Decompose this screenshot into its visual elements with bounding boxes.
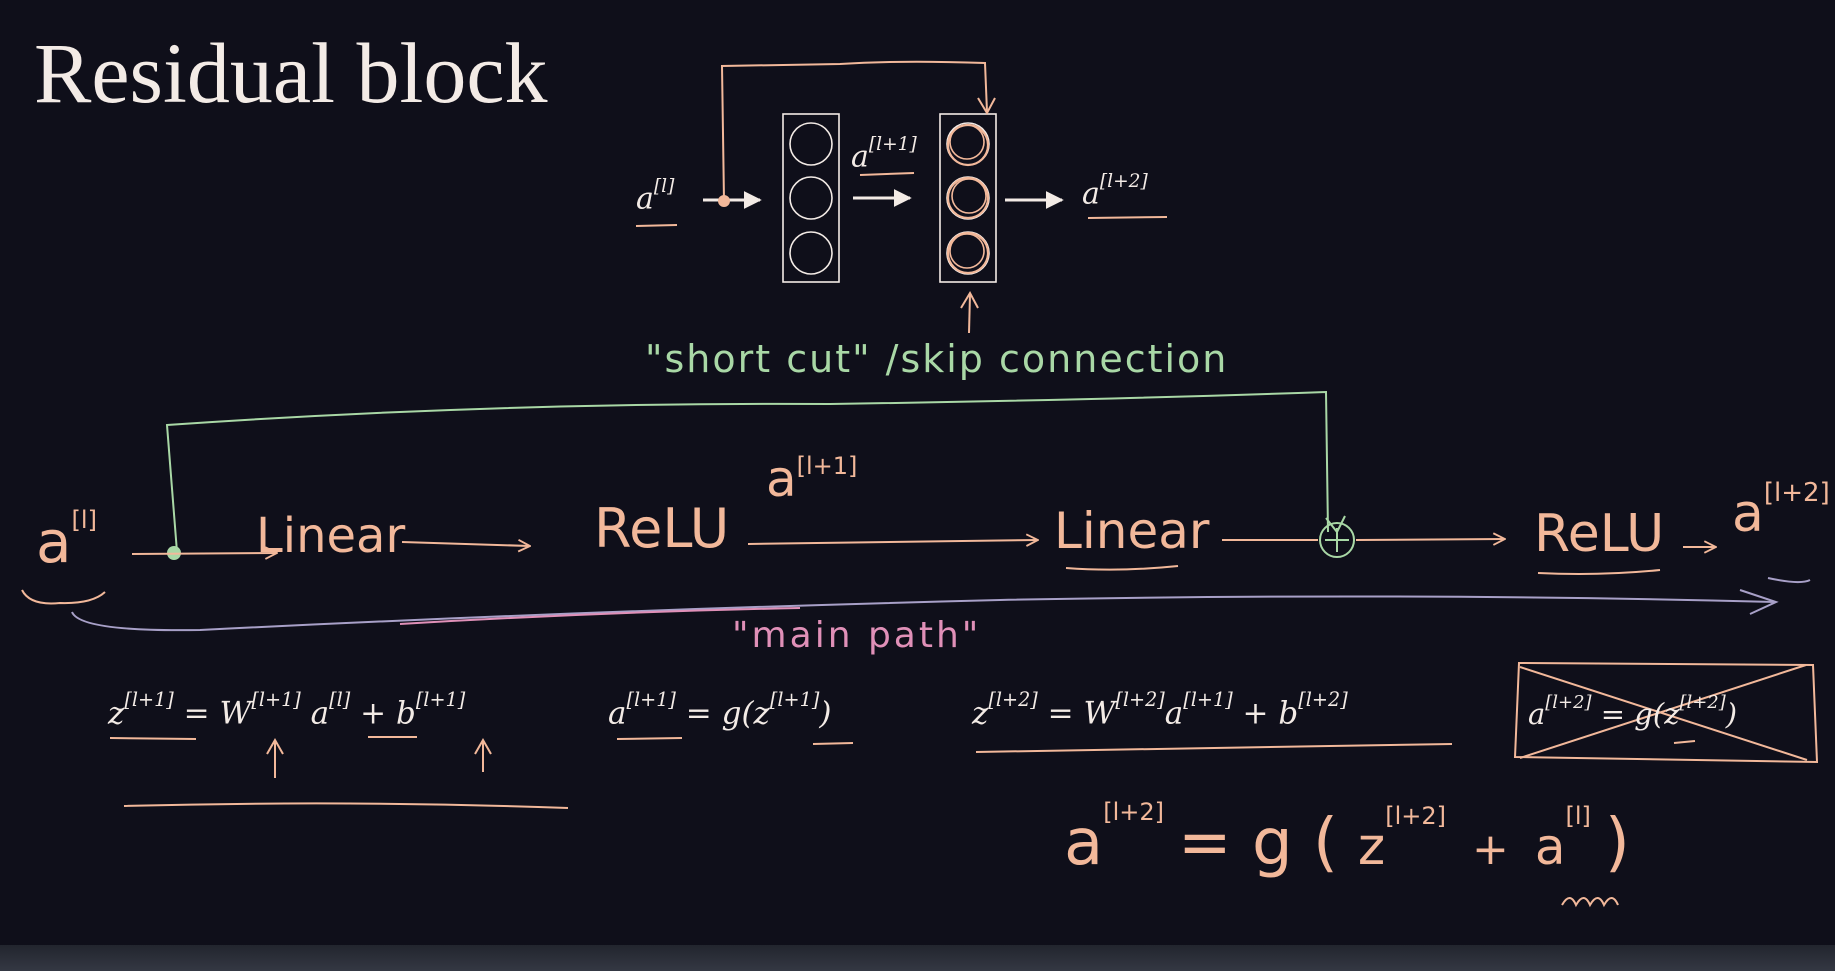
flow-mid-activation: a[l+1] xyxy=(766,450,858,508)
skip-connection-label: "short cut" /skip connection xyxy=(645,337,1229,381)
linear-1-label: Linear xyxy=(256,508,406,564)
flow-output-activation: a[l+2] xyxy=(1732,478,1830,544)
skip-connection xyxy=(165,390,1355,560)
neuron xyxy=(789,176,833,220)
equation-a-l2-crossed: a[l+2] = g(z[l+2]) xyxy=(1528,692,1738,732)
main-path-label: "main path" xyxy=(732,615,982,656)
diagram-drawing xyxy=(21,60,1819,908)
input-activation-label: a[l] xyxy=(636,176,675,217)
output-activation-label: a[l+2] xyxy=(1082,171,1148,212)
neuron xyxy=(789,122,833,166)
slide-canvas: Residual block xyxy=(21,25,1830,908)
final-equation: a[l+2]= g (z[l+2]+a[l]) xyxy=(1064,798,1630,880)
middle-activation-label: a[l+1] xyxy=(851,134,917,175)
main-path-line xyxy=(71,577,1811,632)
bottom-bar xyxy=(0,945,1835,971)
layer-box-2 xyxy=(939,113,997,283)
top-network xyxy=(635,60,1168,334)
relu-2-label: ReLU xyxy=(1534,504,1665,564)
equation-z-l1: z[l+1] = W[l+1] a[l] + b[l+1] xyxy=(108,688,466,732)
flow-arrows xyxy=(21,539,1716,605)
equation-marks xyxy=(109,661,1819,908)
layer-box-1 xyxy=(782,113,840,283)
equation-a-l1: a[l+1] = g(z[l+1]) xyxy=(608,688,832,732)
equation-z-l2: z[l+2] = W[l+2]a[l+1] + b[l+2] xyxy=(972,688,1348,732)
flow-input-activation: a[l] xyxy=(36,506,97,576)
slide-title: Residual block xyxy=(34,25,548,121)
neuron xyxy=(789,231,833,275)
relu-1-label: ReLU xyxy=(594,497,730,560)
linear-2-label: Linear xyxy=(1054,502,1210,560)
